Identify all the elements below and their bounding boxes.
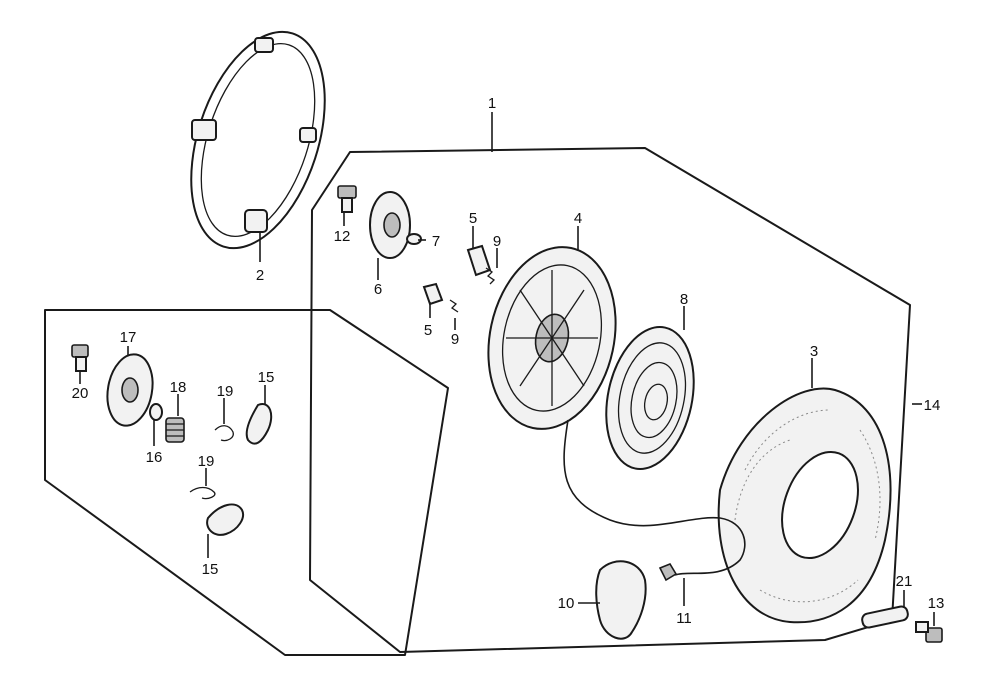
callout-4: 4 (574, 210, 582, 227)
callout-5a: 5 (469, 210, 477, 227)
clip-19-upper (214, 425, 234, 442)
callout-10: 10 (558, 595, 575, 612)
bolt-20 (71, 344, 89, 372)
callout-21: 21 (896, 573, 913, 590)
gasket-ring (190, 30, 326, 250)
spring-9-lower (449, 299, 459, 313)
callout-labels: 1 2 3 4 5 5 6 7 8 9 9 10 11 12 13 14 15 … (72, 95, 945, 627)
assembly-outline-main (309, 147, 911, 653)
reel (487, 246, 617, 430)
callout-15a: 15 (258, 369, 275, 386)
callout-9b: 9 (451, 331, 459, 348)
washer-16 (149, 403, 163, 421)
pawl-5-lower (422, 282, 444, 306)
callout-16: 16 (146, 449, 163, 466)
washer-7 (406, 233, 422, 245)
callout-12: 12 (334, 228, 351, 245)
assembly-outline-left (44, 309, 449, 656)
callout-1: 1 (488, 95, 496, 112)
callout-8: 8 (680, 291, 688, 308)
callout-7: 7 (432, 233, 440, 250)
pawl-5-upper (466, 244, 492, 277)
callout-18: 18 (170, 379, 187, 396)
spring-9-upper (485, 267, 496, 285)
starter-handle (595, 560, 647, 640)
callout-2: 2 (256, 267, 264, 284)
callout-20: 20 (72, 385, 89, 402)
callout-3: 3 (810, 343, 818, 360)
callout-11: 11 (676, 610, 692, 627)
callout-14: 14 (924, 397, 941, 414)
leader-lines (79, 112, 935, 626)
lever-15-lower (206, 503, 244, 536)
pin-21 (861, 605, 909, 629)
callout-13: 13 (928, 595, 945, 612)
callout-17: 17 (120, 329, 137, 346)
bolt-12 (337, 185, 357, 213)
bolt-13 (915, 621, 943, 643)
starter-case (717, 387, 892, 624)
callout-6: 6 (374, 281, 382, 298)
callout-9a: 9 (493, 233, 501, 250)
lever-15-upper (245, 403, 273, 445)
drive-plate-17 (106, 353, 154, 427)
spring-18 (165, 417, 185, 443)
rope-knot (658, 563, 678, 582)
callout-19b: 19 (198, 453, 215, 470)
callout-5b: 5 (424, 322, 432, 339)
clip-19-lower (189, 486, 216, 500)
starter-rope (563, 419, 746, 576)
recoil-spring (605, 326, 695, 470)
callout-15b: 15 (202, 561, 219, 578)
callout-19a: 19 (217, 383, 234, 400)
drive-plate (369, 191, 411, 259)
